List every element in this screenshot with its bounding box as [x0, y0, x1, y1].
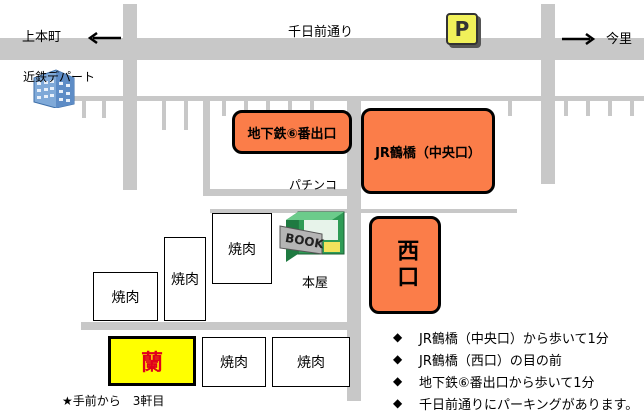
directions-list: ◆ JR鶴橋（中央口）から歩いて1分 ◆ JR鶴橋（西口）の目の前 ◆ 地下鉄⑥…: [393, 326, 638, 414]
right-arrow-icon: [562, 32, 596, 46]
bullet-icon: ◆: [393, 330, 403, 344]
footnote: ★手前から 3軒目: [62, 394, 165, 408]
bullet-icon: ◆: [393, 352, 403, 366]
bullet-icon: ◆: [393, 374, 403, 388]
pachinko-label: パチンコ: [289, 178, 338, 192]
building-icon: [33, 69, 75, 108]
vertical-road-left: [123, 4, 137, 190]
yakiniku-shop: 焼肉: [212, 213, 272, 284]
parking-sign-icon: P: [446, 13, 478, 45]
target-shop-label: 蘭: [140, 351, 163, 376]
left-arrow-icon: [87, 31, 121, 45]
yakiniku-shop: 焼肉: [93, 272, 158, 321]
lower-road: [81, 322, 361, 330]
bookstore-label: 本屋: [302, 276, 329, 291]
bookstore-icon: [279, 211, 345, 262]
bullet-icon: ◆: [393, 396, 403, 410]
west-exit: 西口: [369, 216, 441, 314]
vertical-road-thin: [203, 101, 210, 196]
subway-exit-6: 地下鉄⑥番出口: [232, 110, 352, 154]
yakiniku-shop: 焼肉: [202, 337, 266, 387]
target-shop-ran[interactable]: 蘭: [108, 336, 196, 386]
direction-item: ◆ 地下鉄⑥番出口から歩いて1分: [393, 370, 638, 392]
right-direction-label: 今里: [606, 32, 633, 47]
direction-text: 地下鉄⑥番出口から歩いて1分: [419, 375, 595, 391]
department-store-label: 近鉄デパート: [23, 70, 96, 84]
left-direction-label: 上本町: [22, 30, 62, 45]
cross-street: [210, 209, 517, 213]
direction-item: ◆ JR鶴橋（西口）の目の前: [393, 348, 638, 370]
yakiniku-shop: 焼肉: [164, 237, 206, 321]
direction-text: 千日前通りにパーキングがあります。: [419, 397, 639, 413]
main-road: [0, 38, 644, 60]
direction-item: ◆ 千日前通りにパーキングがあります。: [393, 392, 638, 414]
jr-central-exit: JR鶴橋（中央口）: [361, 108, 495, 194]
direction-text: JR鶴橋（西口）の目の前: [419, 353, 562, 369]
middle-road: [203, 189, 361, 196]
direction-item: ◆ JR鶴橋（中央口）から歩いて1分: [393, 326, 638, 348]
yakiniku-shop: 焼肉: [272, 337, 350, 387]
west-exit-label: 西口: [393, 239, 419, 291]
direction-text: JR鶴橋（中央口）から歩いて1分: [419, 331, 609, 347]
upper-side-street: [65, 96, 644, 101]
main-road-label: 千日前通り: [288, 25, 354, 40]
parking-letter: P: [454, 17, 470, 41]
vertical-road-right: [541, 4, 555, 184]
